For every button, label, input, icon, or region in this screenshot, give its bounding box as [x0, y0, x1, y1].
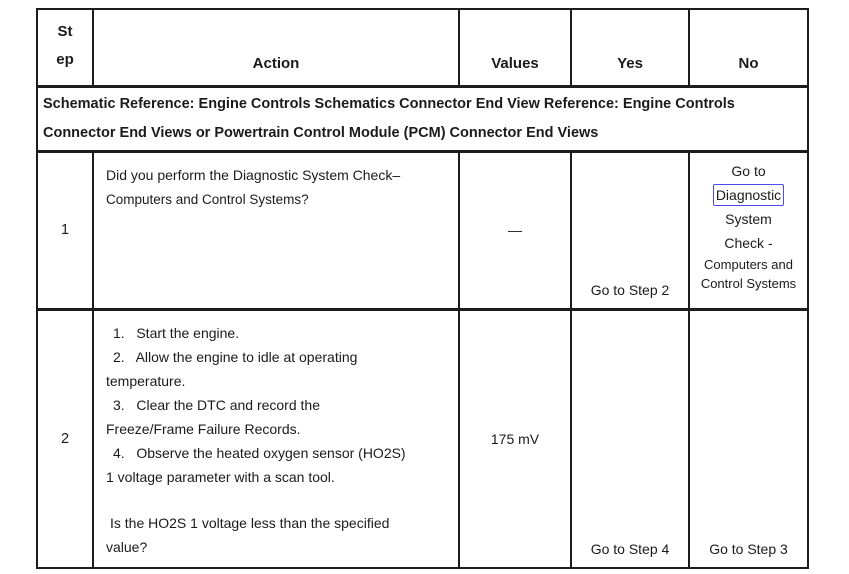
numbered-item: 3. Clear the DTC and record the Freeze/F…: [106, 396, 324, 437]
no-cell: Go to Step 3: [688, 307, 809, 569]
column-header-no: No: [688, 8, 809, 87]
action-cell: 1. Start the engine. 2. Allow the engine…: [92, 307, 460, 569]
step-number: 2: [36, 307, 94, 569]
no-goto-text: Go to: [731, 162, 766, 179]
column-header-yes: Yes: [570, 8, 690, 87]
no-line-text: System: [725, 210, 772, 227]
action-text: Did you perform the Diagnostic System Ch…: [106, 166, 401, 183]
column-header-values: Values: [458, 8, 572, 87]
schematic-reference-note: Schematic Reference: Engine Controls Sch…: [36, 84, 809, 152]
table-row-step-1: 1 Did you perform the Diagnostic System …: [36, 149, 809, 310]
column-header-step: St ep: [36, 8, 94, 87]
values-cell: 175 mV: [458, 307, 572, 569]
numbered-item: 2. Allow the engine to idle at operating…: [106, 348, 362, 389]
no-line-text: Check -: [724, 234, 773, 251]
header-row: St ep Action Values Yes No: [36, 8, 809, 87]
no-line-text-small: Computers and: [704, 256, 793, 272]
action-cell: Did you perform the Diagnostic System Ch…: [92, 149, 460, 310]
values-cell: —: [458, 149, 572, 310]
column-header-action: Action: [92, 8, 460, 87]
schematic-reference-row: Schematic Reference: Engine Controls Sch…: [36, 84, 809, 152]
step-number: 1: [36, 149, 94, 310]
numbered-item: 1. Start the engine.: [113, 324, 240, 341]
action-question: Is the HO2S 1 voltage less than the spec…: [106, 514, 390, 555]
no-link-line: Diagnostic: [691, 183, 806, 207]
no-line-text-small: Control Systems: [700, 275, 797, 291]
yes-cell: Go to Step 4: [570, 307, 690, 569]
yes-cell: Go to Step 2: [570, 149, 690, 310]
no-cell: Go to Diagnostic System Check - Computer…: [688, 149, 809, 310]
diagnostic-system-check-link[interactable]: Diagnostic: [712, 183, 785, 206]
numbered-item: 4. Observe the heated oxygen sensor (HO2…: [106, 444, 410, 485]
diagnostic-procedure-table: St ep Action Values Yes No Schematic Ref…: [36, 8, 809, 569]
table-row-step-2: 2 1. Start the engine. 2. Allow the engi…: [36, 307, 809, 569]
action-text-secondary: Computers and Control Systems?: [106, 191, 309, 207]
